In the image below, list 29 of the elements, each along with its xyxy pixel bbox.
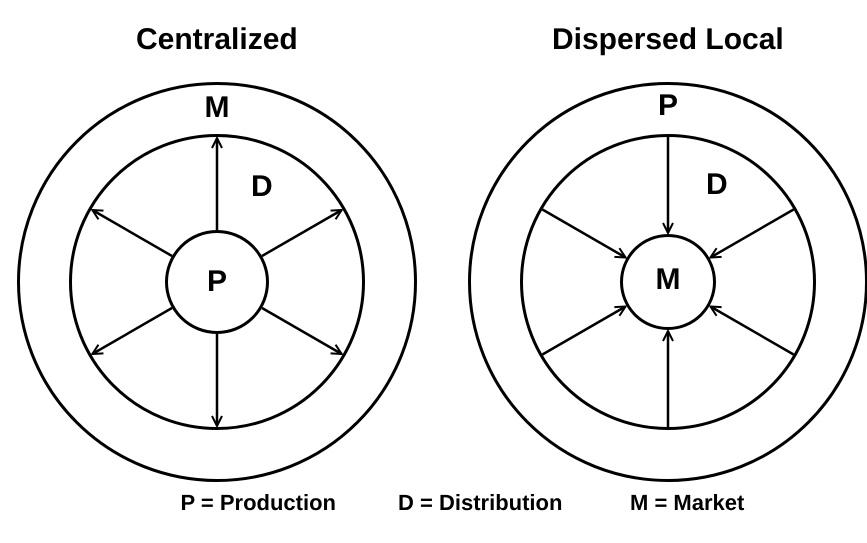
ring-label: M xyxy=(204,93,230,123)
arrow xyxy=(542,208,627,259)
arrow xyxy=(211,334,223,427)
panel-title: Dispersed Local xyxy=(552,25,784,55)
legend-text: P = Production xyxy=(180,492,336,514)
center-circle xyxy=(165,230,269,334)
arrow xyxy=(211,137,223,230)
center-circle xyxy=(620,234,716,330)
ring-label: D xyxy=(251,172,273,202)
ring-label: D xyxy=(706,170,728,200)
arrow xyxy=(662,330,674,427)
outer-ring xyxy=(17,82,417,482)
arrow xyxy=(261,208,343,258)
panel-title: Centralized xyxy=(136,25,298,55)
middle-ring xyxy=(69,134,365,430)
outer-ring xyxy=(468,82,867,482)
ring-label: P xyxy=(658,91,678,121)
arrow xyxy=(662,137,674,234)
ring-label: M xyxy=(656,265,680,295)
arrow xyxy=(261,306,343,356)
arrow xyxy=(91,208,173,258)
arrow xyxy=(91,306,173,356)
ring-label: P xyxy=(207,267,228,297)
legend-text: D = Distribution xyxy=(398,492,562,514)
arrow xyxy=(709,305,794,356)
arrow xyxy=(542,305,627,356)
arrow xyxy=(709,208,794,259)
middle-ring xyxy=(520,134,816,430)
legend-text: M = Market xyxy=(630,492,744,514)
